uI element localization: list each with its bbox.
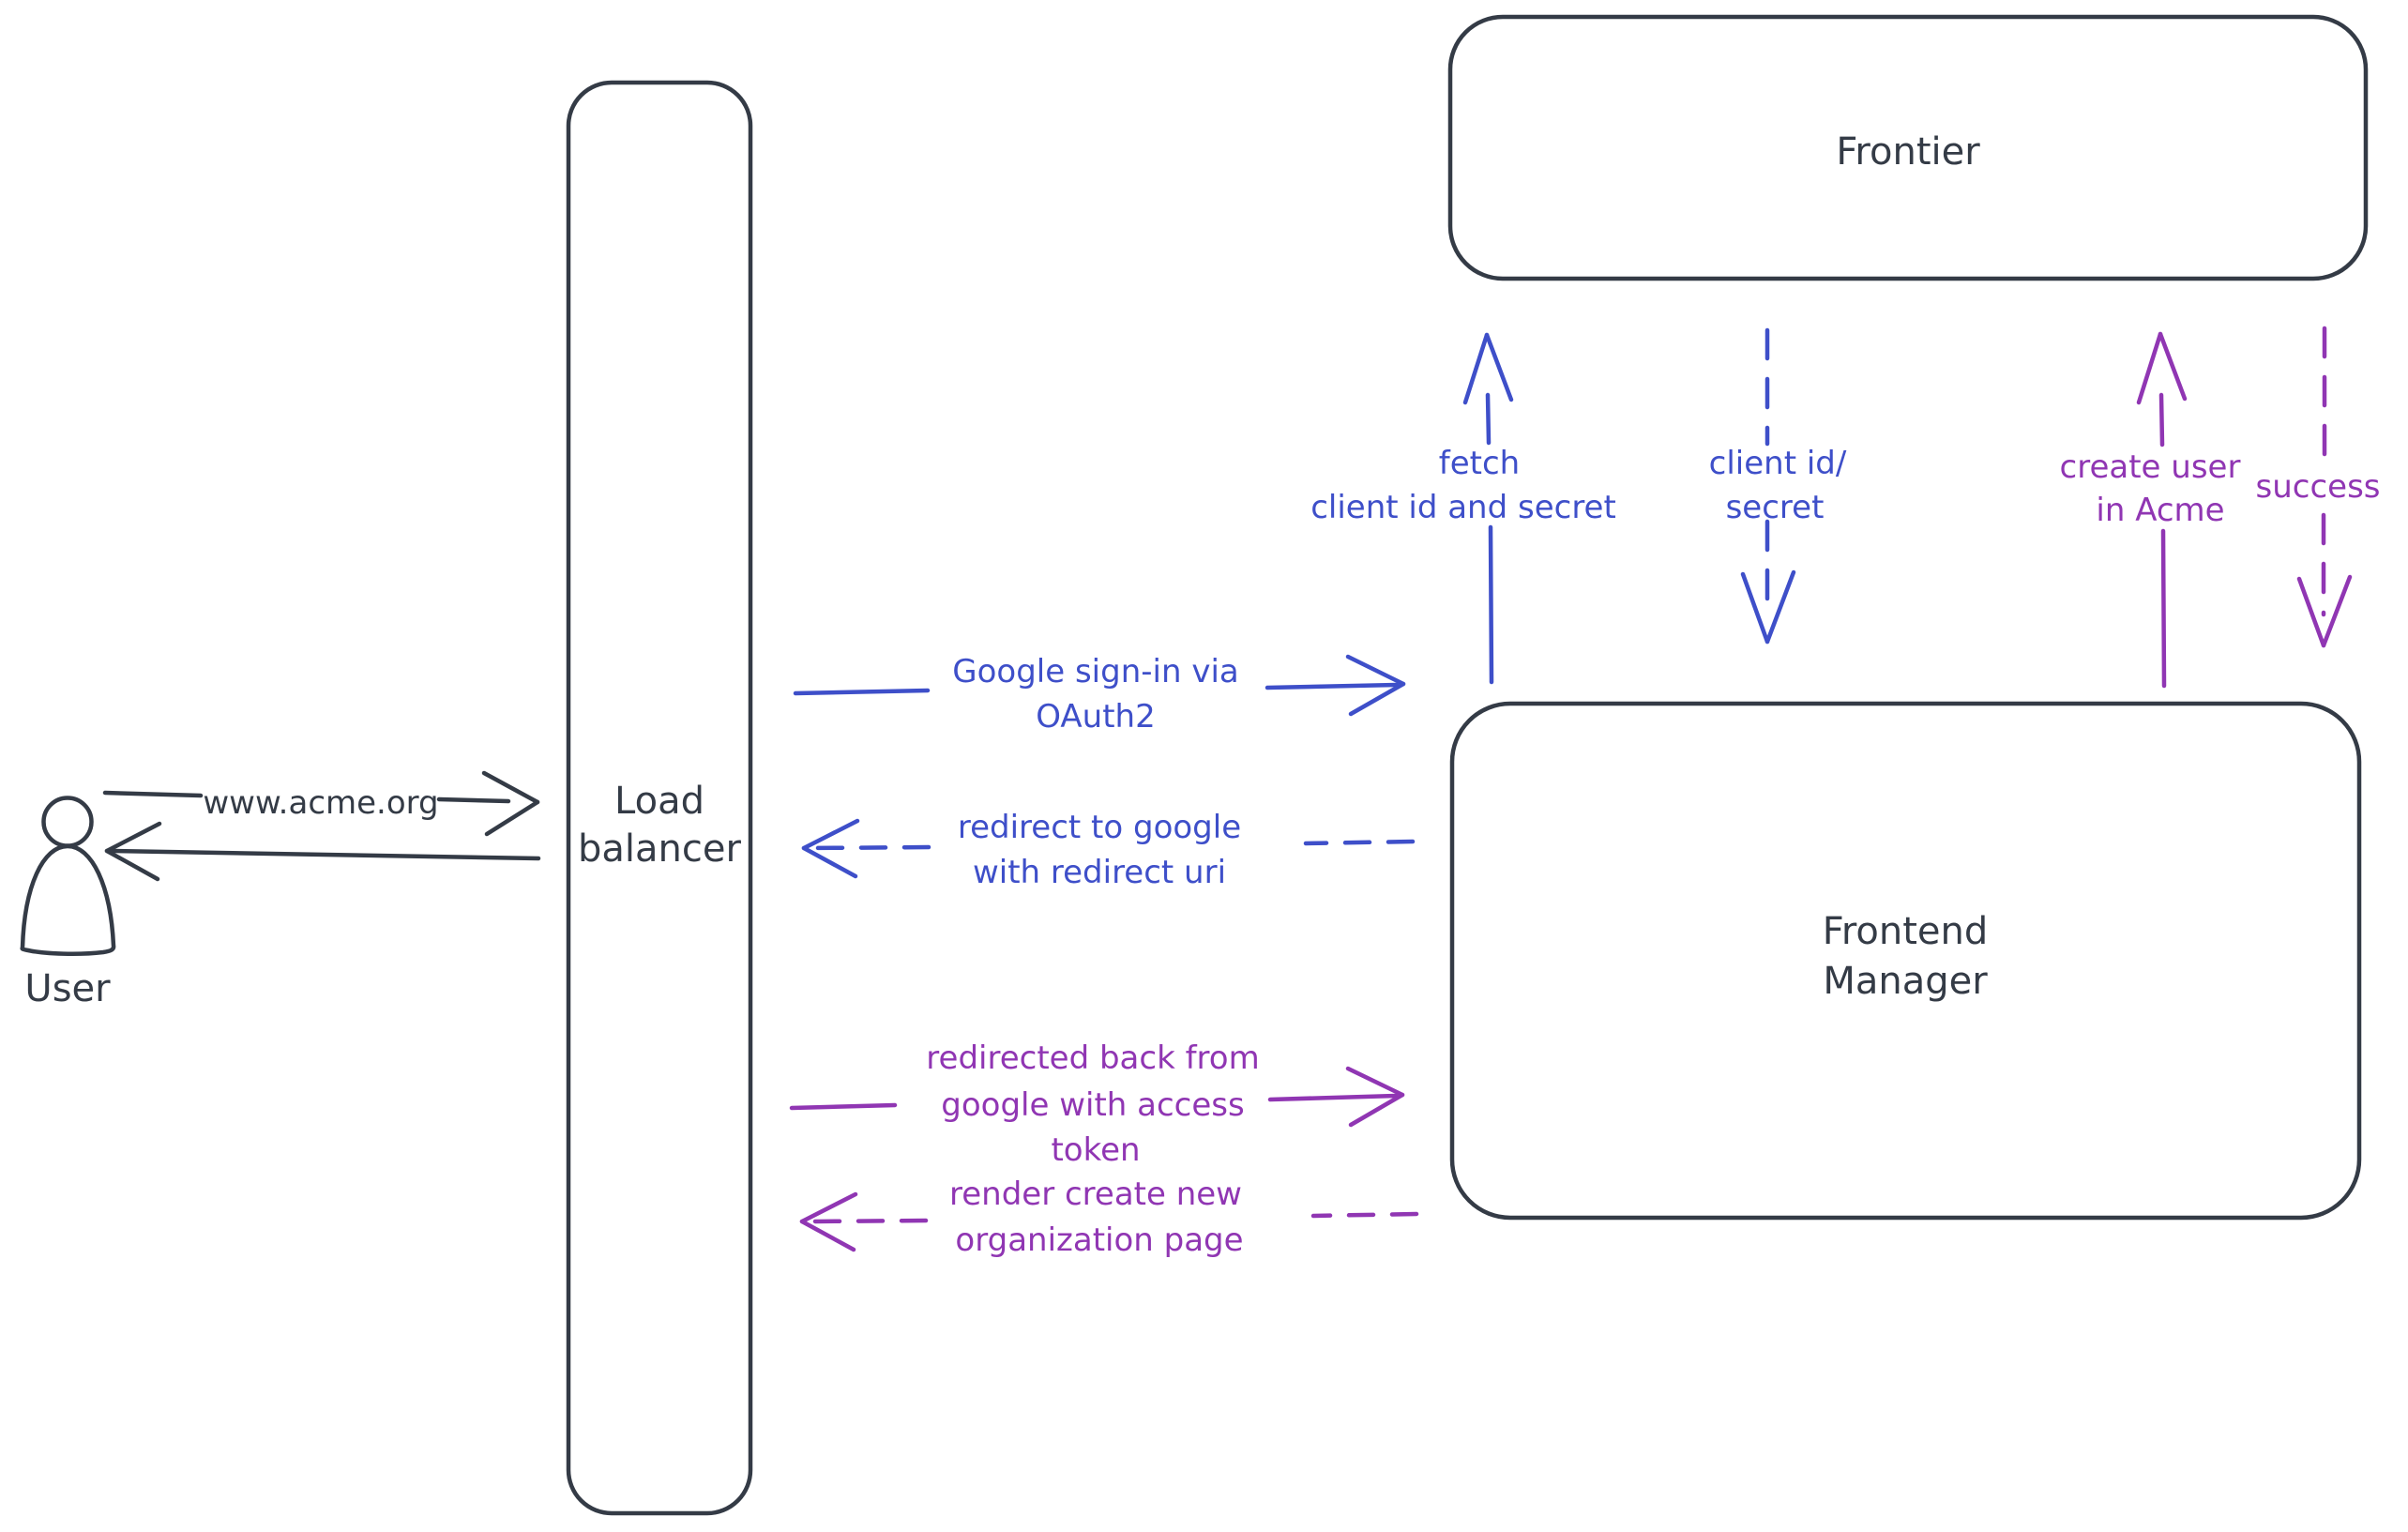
edge-label-render-line1: render create new	[949, 1176, 1242, 1213]
frontier-box	[1447, 14, 2369, 281]
edge-label-create-user-line1: create user	[2059, 448, 2241, 486]
edge-label-create-user-line2: in Acme	[2096, 492, 2225, 529]
edge-label-fetch-line2: client id and secret	[1310, 489, 1616, 526]
edge-label-redirected-back-line3: token	[1051, 1131, 1141, 1169]
arrow-reply-to-user	[104, 821, 541, 882]
edge-label-redirect-line2: with redirect uri	[972, 854, 1227, 891]
edge-label-client-id-line2: secret	[1725, 489, 1825, 526]
frontier-label: Frontier	[1836, 130, 1980, 174]
edge-label-google-signin-line1: Google sign-in via	[952, 653, 1239, 690]
frontend-manager-label-line2: Manager	[1823, 960, 1988, 1003]
arrow-create-user	[2136, 331, 2188, 689]
edge-label-google-signin-line2: OAuth2	[1036, 698, 1156, 736]
edge-label-render-line2: organization page	[955, 1221, 1244, 1259]
arrow-redirected-back	[789, 1066, 1405, 1128]
load-balancer-label-line2: balancer	[578, 827, 741, 871]
arrow-fetch-client-secret	[1462, 332, 1514, 685]
user-actor-icon	[20, 796, 116, 956]
arrow-google-signin	[793, 654, 1406, 717]
load-balancer-box	[566, 80, 753, 1516]
frontend-manager-box	[1449, 701, 2362, 1221]
edge-label-www-acme: www.acme.org	[203, 784, 439, 822]
load-balancer-label-line1: Load	[614, 780, 704, 823]
edge-label-redirect-line1: redirect to google	[957, 809, 1242, 846]
edge-label-fetch-line1: fetch	[1438, 445, 1521, 482]
edge-label-success: success	[2255, 468, 2381, 506]
edge-label-redirected-back-line1: redirected back from	[926, 1039, 1260, 1077]
edge-label-client-id-line1: client id/	[1708, 445, 1847, 482]
arrow-render-org-page	[799, 1191, 1419, 1252]
arrow-client-id-secret	[1740, 327, 1796, 645]
user-label: User	[24, 967, 111, 1010]
frontend-manager-label-line1: Frontend	[1822, 910, 1989, 953]
arrow-www-acme	[102, 770, 540, 837]
arrow-redirect-to-google	[801, 818, 1416, 879]
edge-label-redirected-back-line2: google with access	[941, 1086, 1245, 1124]
arrow-success	[2296, 326, 2353, 648]
